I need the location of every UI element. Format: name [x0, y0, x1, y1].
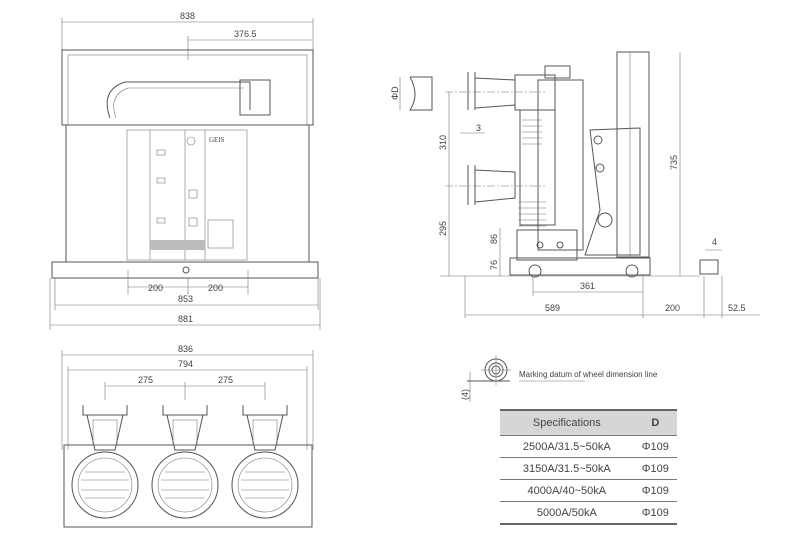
d-cell: Φ109: [633, 457, 677, 480]
dim-76: 76: [489, 260, 499, 270]
dim-phi-d: ΦD: [390, 86, 400, 100]
dim-4: 4: [712, 237, 717, 247]
d-cell: Φ109: [633, 479, 677, 502]
header-d: D: [633, 409, 677, 436]
spec-cell: 5000A/50kA: [500, 501, 634, 525]
dim-200: 200: [665, 303, 680, 313]
dim-376-5: 376.5: [234, 29, 257, 39]
d-cell: Φ109: [633, 501, 677, 525]
spec-cell: 4000A/40~50kA: [500, 479, 634, 502]
side-view: ΦD 310 295 3 735 86 76 4 361: [390, 51, 760, 318]
dim-295: 295: [438, 221, 448, 236]
dim-589: 589: [545, 303, 560, 313]
spec-cell: 3150A/31.5~50kA: [500, 457, 634, 480]
dim-200-right: 200: [208, 283, 223, 293]
d-cell: Φ109: [633, 435, 677, 458]
marking-label: Marking datum of wheel dimension line: [519, 370, 658, 379]
dim-836: 836: [178, 344, 193, 354]
dim-881: 881: [178, 314, 193, 324]
dim-794: 794: [178, 359, 193, 369]
table-header: Specifications D: [500, 409, 677, 436]
dim-52-5: 52.5: [728, 303, 746, 313]
front-view: 838 376.5 GEIS 200 200 853 881: [49, 11, 321, 330]
header-specifications: Specifications: [500, 409, 634, 436]
dim-200-left: 200: [148, 283, 163, 293]
dim-853: 853: [178, 294, 193, 304]
dim-275-left: 275: [138, 375, 153, 385]
dim-735: 735: [669, 155, 679, 170]
dim-275-right: 275: [218, 375, 233, 385]
plan-view: 836 794 275 275: [61, 344, 314, 528]
geis-logo: GEIS: [209, 136, 225, 144]
dim-86: 86: [489, 234, 499, 244]
dim-361: 361: [580, 281, 595, 291]
marking-offset: (4): [460, 389, 470, 400]
dim-310: 310: [438, 135, 448, 150]
spec-cell: 2500A/31.5~50kA: [500, 435, 634, 458]
dim-3: 3: [476, 123, 481, 133]
dim-838: 838: [180, 11, 195, 21]
marking-datum: (4): [460, 355, 585, 402]
